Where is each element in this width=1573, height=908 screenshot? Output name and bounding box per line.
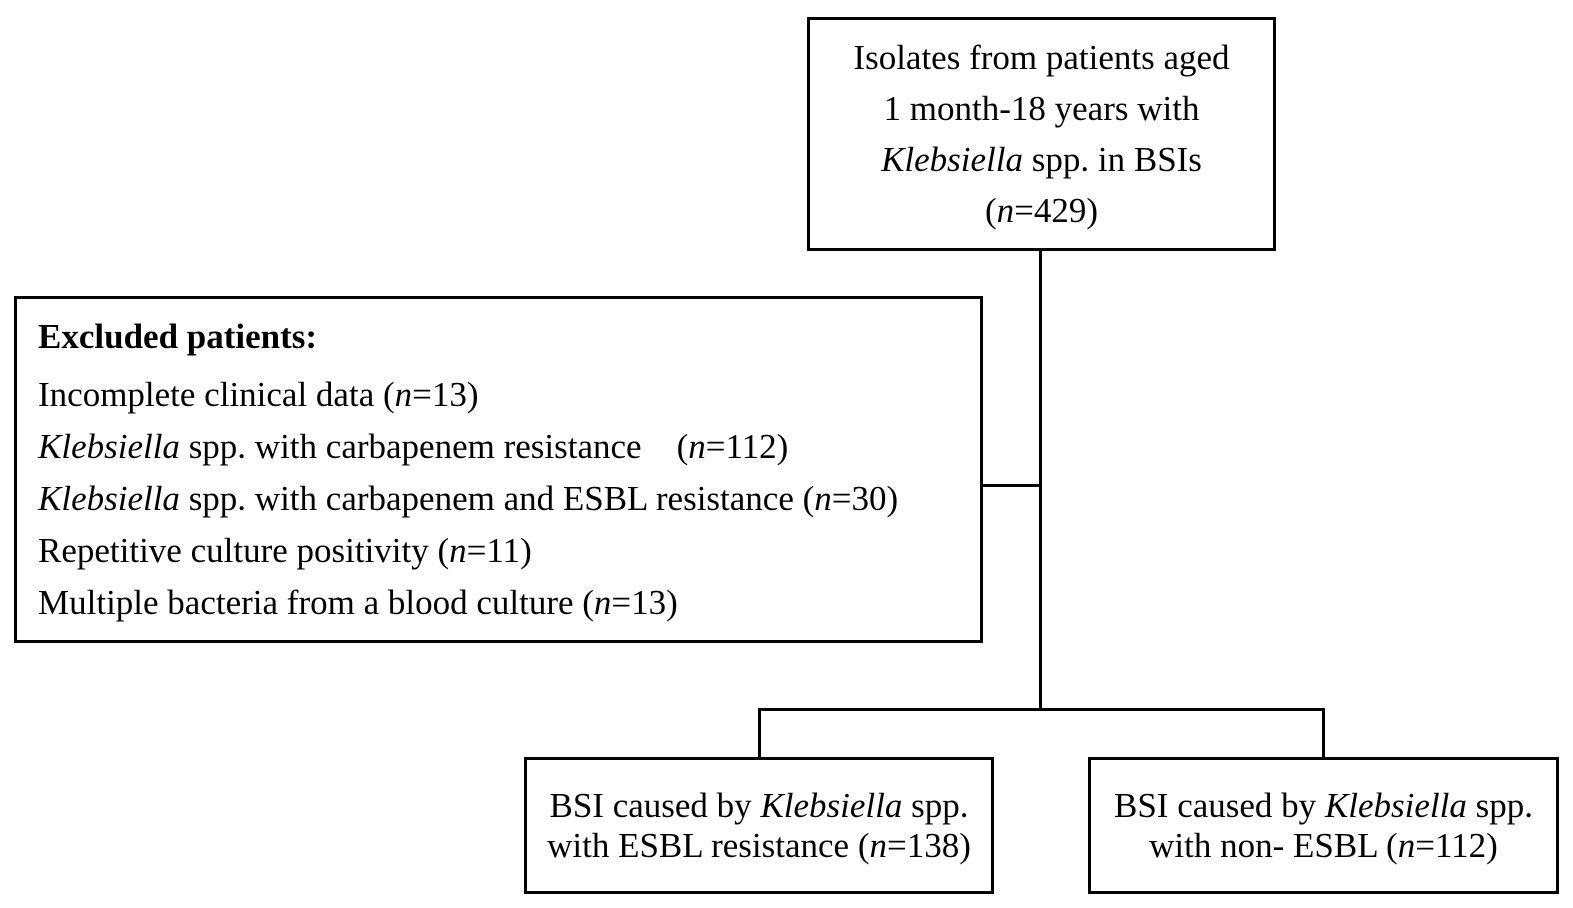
n-italic: n — [869, 825, 887, 865]
text: 1 month-18 years with — [883, 89, 1200, 128]
n-italic: n — [1397, 825, 1416, 865]
n-italic: n — [593, 583, 612, 622]
text: Incomplete clinical data ( — [38, 375, 395, 414]
non-esbl-box: BSI caused by Klebsiella spp. with non- … — [1088, 757, 1559, 894]
genus-italic: Klebsiella — [881, 140, 1023, 179]
non-esbl-count: with non- ESBL (n=112) — [1149, 826, 1498, 866]
n-italic: n — [688, 427, 706, 466]
initial-isolates-line1: Isolates from patients aged — [853, 32, 1229, 83]
initial-isolates-line2: 1 month-18 years with — [884, 83, 1200, 134]
excluded-item-multiple-bacteria: Multiple bacteria from a blood culture (… — [38, 577, 980, 629]
initial-isolates-count: (n=429) — [985, 185, 1098, 236]
text: ( — [984, 191, 997, 230]
text: =138) — [886, 825, 971, 865]
text: =112) — [705, 427, 789, 466]
text: spp. — [1466, 785, 1533, 825]
excluded-item-carbapenem: Klebsiella spp. with carbapenem resistan… — [38, 421, 980, 473]
genus-italic: Klebsiella — [38, 427, 180, 466]
connector-right-branch — [1322, 708, 1325, 758]
text: with ESBL resistance ( — [547, 825, 870, 865]
text: Isolates from patients aged — [853, 38, 1230, 77]
genus-italic: Klebsiella — [1324, 785, 1467, 825]
initial-isolates-box: Isolates from patients aged 1 month-18 y… — [807, 17, 1276, 251]
non-esbl-line1: BSI caused by Klebsiella spp. — [1114, 786, 1533, 826]
text: BSI caused by — [549, 785, 761, 825]
excluded-patients-box: Excluded patients: Incomplete clinical d… — [14, 296, 983, 643]
text: Repetitive culture positivity ( — [38, 531, 450, 570]
text: spp. — [902, 785, 969, 825]
esbl-resistance-box: BSI caused by Klebsiella spp. with ESBL … — [524, 757, 994, 894]
n-italic: n — [814, 479, 832, 518]
text: =429) — [1014, 191, 1099, 230]
n-italic: n — [449, 531, 467, 570]
esbl-count: with ESBL resistance (n=138) — [547, 826, 971, 866]
connector-excluded-horizontal — [983, 484, 1042, 487]
initial-isolates-line3: Klebsiella spp. in BSIs — [881, 134, 1202, 185]
n-italic: n — [394, 375, 413, 414]
text: =13) — [611, 583, 678, 622]
connector-main-vertical — [1039, 251, 1042, 710]
genus-italic: Klebsiella — [38, 479, 180, 518]
text: =112) — [1415, 825, 1498, 865]
connector-left-branch — [758, 708, 761, 758]
text: Multiple bacteria from a blood culture ( — [38, 583, 594, 622]
excluded-item-carbapenem-esbl: Klebsiella spp. with carbapenem and ESBL… — [38, 473, 980, 525]
text: spp. with carbapenem resistance ( — [179, 427, 689, 466]
n-italic: n — [996, 191, 1015, 230]
text: =13) — [412, 375, 479, 414]
excluded-item-incomplete: Incomplete clinical data (n=13) — [38, 369, 980, 421]
text: =30) — [831, 479, 899, 518]
text: with non- ESBL ( — [1149, 825, 1398, 865]
genus-italic: Klebsiella — [760, 785, 903, 825]
text: spp. in BSIs — [1023, 140, 1202, 179]
text: spp. with carbapenem and ESBL resistance… — [179, 479, 815, 518]
excluded-item-repetitive: Repetitive culture positivity (n=11) — [38, 525, 980, 577]
text: =11) — [466, 531, 532, 570]
text: BSI caused by — [1113, 785, 1325, 825]
connector-split-horizontal — [758, 708, 1325, 711]
excluded-title: Excluded patients: — [38, 317, 318, 356]
esbl-line1: BSI caused by Klebsiella spp. — [549, 786, 968, 826]
